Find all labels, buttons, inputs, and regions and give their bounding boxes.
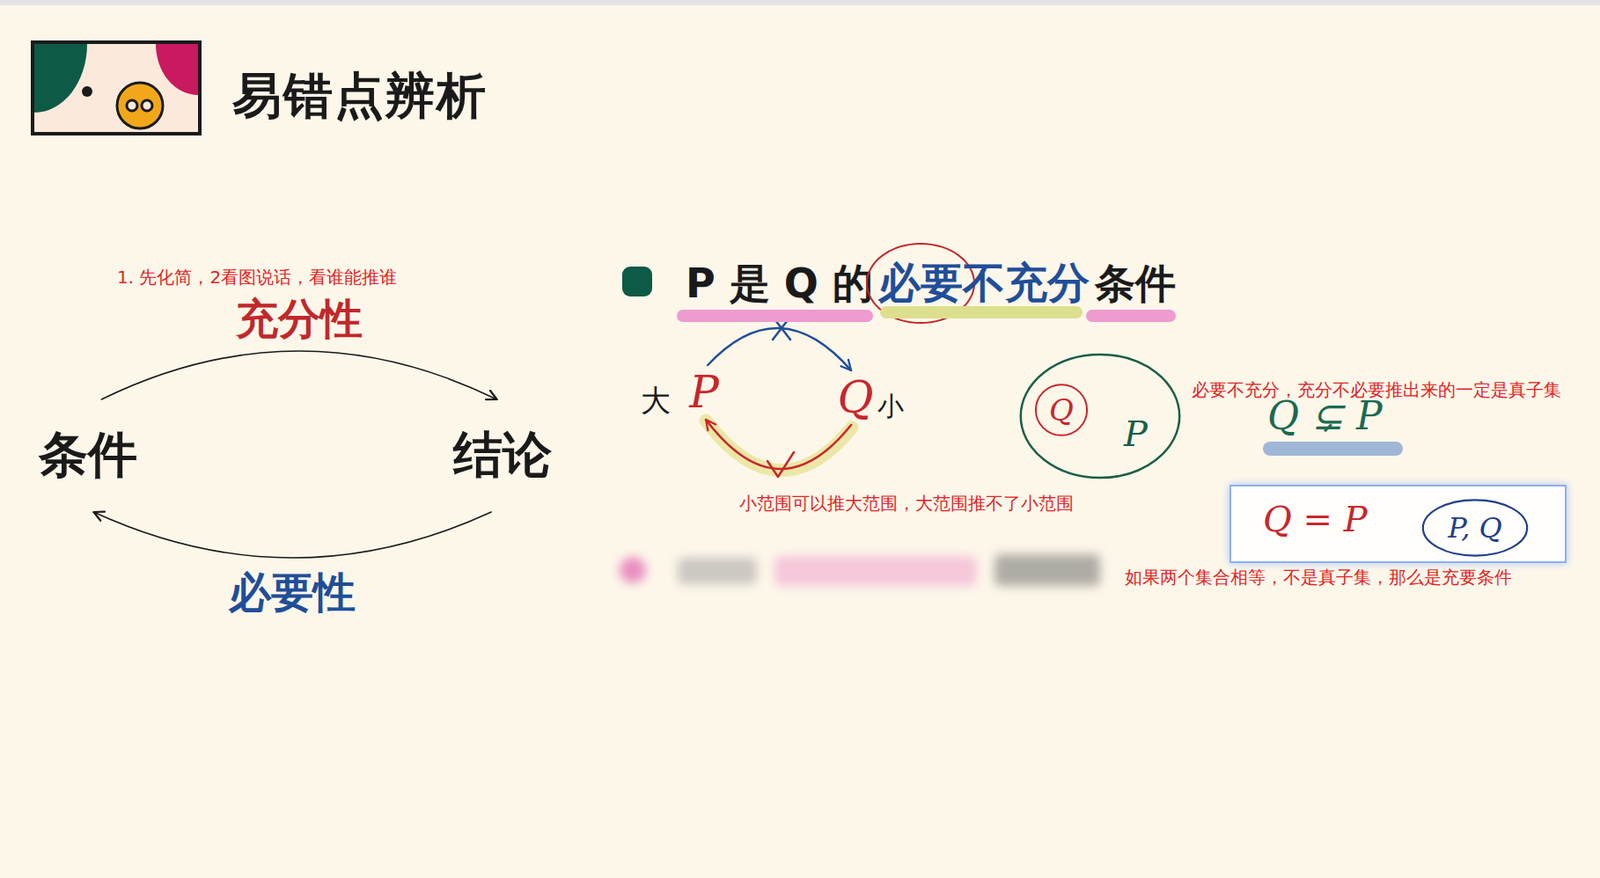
top-bar — [0, 0, 1600, 6]
necessity-label: 必要性 — [228, 565, 356, 622]
logo-icon — [32, 42, 200, 134]
node-text: 结论 — [453, 422, 552, 490]
set-q-node: Q — [834, 370, 878, 426]
blur-blob — [994, 554, 1101, 587]
node-text: Q — [837, 372, 874, 424]
logo-pink — [155, 44, 199, 96]
node-text: P — [1123, 413, 1148, 455]
ellipse-line — [1423, 499, 1527, 556]
statement-row: P 是 Q 的必要不充分条件 — [685, 255, 1176, 312]
logo-face — [117, 82, 163, 129]
subset-formula: Q ⊊ P — [1267, 393, 1383, 439]
venn-inner-circle: Q — [1034, 383, 1088, 437]
ellipse-outline — [1018, 352, 1182, 481]
condition-node: 条件 — [31, 399, 145, 513]
page-title: 易错点辨析 — [232, 63, 488, 131]
statement-part: P 是 Q 的 — [685, 256, 874, 312]
curved-arrow — [707, 328, 852, 371]
set-p-node: P — [685, 365, 723, 420]
ellipse-line — [1020, 354, 1180, 478]
node-text: Q — [1049, 392, 1074, 428]
range-word: 大 — [640, 381, 671, 422]
check-mark — [767, 452, 794, 478]
conclusion-node: 结论 — [446, 399, 559, 513]
sufficiency-label: 充分性 — [235, 291, 363, 348]
equal-note: 如果两个集合相等，不是真子集，那么是充要条件 — [1124, 565, 1512, 590]
equal-set-ellipse: P, Q — [1421, 499, 1529, 558]
node-text: P, Q — [1447, 511, 1503, 545]
logo-eye — [141, 100, 153, 111]
bullet-mark — [622, 266, 653, 297]
curved-arrow — [705, 419, 852, 470]
range-word: 小 — [877, 388, 904, 426]
statement-key: 必要不充分 — [878, 255, 1090, 312]
node-text: 条件 — [38, 422, 138, 490]
node-text: Q = P — [1262, 499, 1368, 540]
range-note: 小范围可以推大范围，大范围推不了小范围 — [739, 491, 1074, 516]
statement-part: 条件 — [1094, 256, 1176, 312]
blurred-row — [619, 554, 1101, 587]
logo-green — [34, 44, 88, 113]
logo-dot — [81, 86, 93, 97]
ellipse-line — [1035, 384, 1087, 436]
logo-frame — [32, 42, 200, 134]
curved-arrow — [93, 512, 492, 558]
venn-outer-ellipse: PQ — [1018, 352, 1182, 481]
equal-set-panel: Q = P P, Q — [1229, 484, 1567, 564]
logo-eye — [126, 100, 138, 111]
blur-blob — [677, 557, 757, 585]
blur-blob — [619, 557, 646, 584]
blur-blob — [774, 556, 977, 587]
method-note: 1. 先化简，2看图说话，看谁能推谁 — [117, 265, 397, 290]
curved-arrow — [101, 351, 497, 400]
node-text: P — [689, 366, 720, 419]
underline-band — [1262, 441, 1403, 456]
highlight-band — [705, 420, 852, 471]
